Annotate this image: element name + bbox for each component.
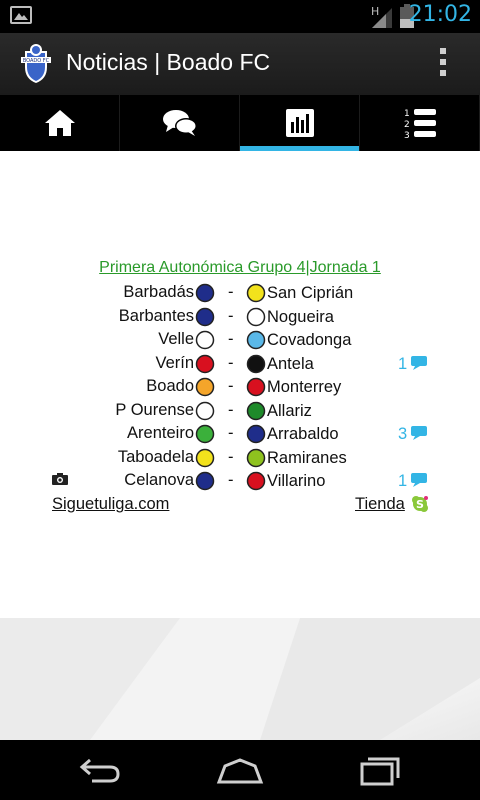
home-team: Velle [158,330,194,348]
score-separator: - [228,424,234,442]
home-outline-icon[interactable] [216,754,264,786]
list-number-1: 1 [404,109,410,119]
list-number-3: 3 [404,131,410,139]
image-icon [10,6,32,24]
away-team-crest-icon [246,354,266,373]
away-team: Monterrey [267,378,342,396]
away-team-crest-icon [246,377,266,397]
score-separator: - [228,306,234,325]
action-bar: BOADO FC Noticias | Boado FC [0,33,480,95]
score-separator: - [228,400,234,419]
home-team-crest-icon [195,448,215,467]
skype-icon[interactable]: S [411,495,429,513]
page-title: Noticias | Boado FC [66,49,271,75]
away-team: Antela [267,354,314,373]
match-row[interactable]: Boado - Monterrey [0,375,480,399]
footer-links: Siguetuliga.com Tienda S [0,495,480,519]
comment-bubble-icon[interactable] [410,425,428,441]
home-team-crest-icon [195,401,215,420]
background-panel [0,618,480,740]
away-team: San Ciprián [267,284,354,302]
recent-apps-icon[interactable] [358,754,404,786]
match-row[interactable]: Barbadás - San Ciprián [0,281,480,305]
home-team-crest-icon [195,330,215,350]
away-team-crest-icon [246,471,266,491]
away-team: Nogueira [267,307,334,326]
battery-icon [400,4,414,28]
away-team: Arrabaldo [267,425,339,443]
score-separator: - [228,330,234,348]
match-row[interactable]: Celanova - Villarino 1 [0,469,480,493]
home-team-crest-icon [195,377,215,397]
home-team: Celanova [124,471,194,489]
away-team: Villarino [267,472,326,490]
camera-icon[interactable] [52,473,68,485]
score-separator: - [228,471,234,489]
overflow-menu-icon[interactable] [437,48,449,80]
away-team-crest-icon [246,424,266,444]
tab-bar: 1 2 3 [0,95,480,151]
tab-comments[interactable] [120,95,240,151]
league-title-link[interactable]: Primera Autonómica Grupo 4|Jornada 1 [99,259,381,276]
tab-results[interactable] [240,95,360,151]
network-type: H [371,5,379,18]
signal-icon: H [371,5,392,28]
clock: 21:02 [408,2,472,27]
chat-bubbles-icon [162,110,197,136]
tab-standings[interactable]: 1 2 3 [360,95,480,151]
score-separator: - [228,377,234,395]
tienda-link[interactable]: Tienda [355,495,405,513]
home-team-crest-icon [195,283,215,303]
score-separator: - [228,283,234,301]
match-row[interactable]: P Ourense - Allariz [0,399,480,423]
away-team-crest-icon [246,307,266,326]
numbered-list-icon: 1 2 3 [404,109,436,139]
home-team: Taboadela [117,447,194,466]
match-row[interactable]: Verín - Antela 1 [0,352,480,376]
away-team: Covadonga [267,331,352,349]
home-team: P Ourense [115,400,194,419]
home-team-crest-icon [195,471,215,491]
away-team: Allariz [267,401,312,420]
back-icon[interactable] [78,754,122,786]
comment-count[interactable]: 3 [398,425,408,443]
comment-bubble-icon[interactable] [410,472,428,488]
away-team-crest-icon [246,448,266,467]
comment-count[interactable]: 1 [398,354,408,373]
match-row[interactable]: Taboadela - Ramiranes [0,446,480,470]
list-number-2: 2 [404,120,410,130]
home-team-crest-icon [195,424,215,444]
home-icon [44,110,75,136]
siguetuliga-link[interactable]: Siguetuliga.com [52,495,170,513]
away-team: Ramiranes [267,448,347,467]
home-team: Boado [146,377,194,395]
bar-chart-icon [285,109,314,137]
score-separator: - [228,353,234,372]
away-team-crest-icon [246,283,266,303]
content-area: Primera Autonómica Grupo 4|Jornada 1 Bar… [0,151,480,618]
status-bar: H 21:02 [0,0,480,33]
match-row[interactable]: Velle - Covadonga [0,328,480,352]
score-separator: - [228,447,234,466]
boado-fc-crest-icon[interactable]: BOADO FC [17,43,55,83]
home-team: Barbadás [123,283,194,301]
home-team: Verín [155,353,194,372]
home-team-crest-icon [195,307,215,326]
tab-home[interactable] [0,95,120,151]
comment-count[interactable]: 1 [398,472,408,490]
home-team: Arenteiro [127,424,194,442]
comment-bubble-icon[interactable] [410,355,428,371]
home-team-crest-icon [195,354,215,373]
logo-text: BOADO FC [23,58,50,64]
away-team-crest-icon [246,330,266,350]
away-team-crest-icon [246,401,266,420]
svg-text:S: S [416,498,424,511]
match-row[interactable]: Barbantes - Nogueira [0,305,480,329]
home-team: Barbantes [118,306,194,325]
match-row[interactable]: Arenteiro - Arrabaldo 3 [0,422,480,446]
navigation-bar [0,740,480,800]
